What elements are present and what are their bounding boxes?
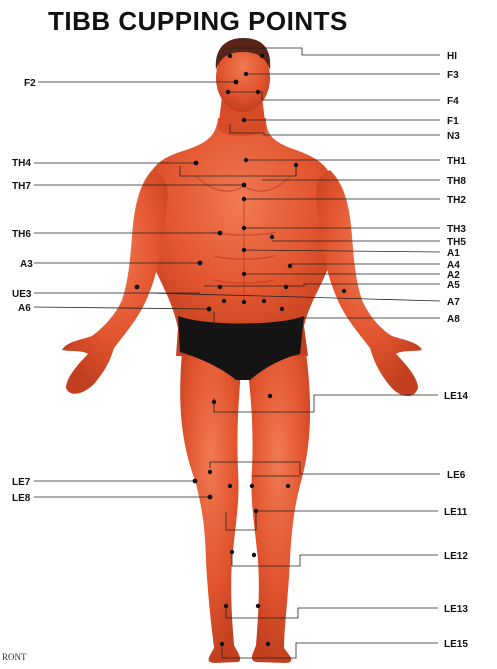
point-F3 <box>244 72 248 76</box>
body-figure <box>62 38 422 663</box>
point-A7-a <box>222 299 226 303</box>
point-TH4 <box>194 161 199 166</box>
label-A1: A1 <box>447 248 460 259</box>
view-label: RONT <box>2 652 27 662</box>
label-TH6: TH6 <box>12 229 31 240</box>
point-A8 <box>280 307 284 311</box>
left-arm <box>62 170 168 394</box>
label-F2: F2 <box>24 78 36 89</box>
point-UE3 <box>135 285 140 290</box>
point-TH6 <box>218 231 223 236</box>
point-A5-b <box>284 285 288 289</box>
label-TH3: TH3 <box>447 224 466 235</box>
point-LE12-a <box>230 550 234 554</box>
label-TH4: TH4 <box>12 158 31 169</box>
right-leg <box>246 352 310 663</box>
point-A6 <box>207 307 212 312</box>
point-TH2 <box>242 197 246 201</box>
point-LE6-b <box>228 484 232 488</box>
label-UE3: UE3 <box>12 289 32 300</box>
label-LE7: LE7 <box>12 477 31 488</box>
point-A5-c <box>342 289 346 293</box>
point-TH5 <box>270 235 274 239</box>
point-LE14-a <box>212 400 216 404</box>
point-A5-a <box>218 285 222 289</box>
point-LE15-a <box>220 642 224 646</box>
point-A7-b <box>242 300 246 304</box>
label-LE15: LE15 <box>444 639 468 650</box>
label-LE8: LE8 <box>12 493 31 504</box>
label-LE13: LE13 <box>444 604 468 615</box>
label-TH7: TH7 <box>12 181 31 192</box>
label-LE11: LE11 <box>444 507 468 518</box>
label-LE14: LE14 <box>444 391 468 402</box>
point-LE11 <box>254 509 258 513</box>
label-TH8: TH8 <box>447 176 466 187</box>
point-F1 <box>242 118 246 122</box>
label-A6: A6 <box>18 303 31 314</box>
point-TH1-b <box>294 163 298 167</box>
bracket-LE6 <box>210 462 440 474</box>
right-arm <box>316 170 422 396</box>
point-A3 <box>198 261 203 266</box>
bracket-LE14 <box>214 395 438 412</box>
label-A7: A7 <box>447 297 460 308</box>
label-N3: N3 <box>447 131 460 142</box>
point-LE6-a <box>208 470 212 474</box>
point-LE6-d <box>286 484 290 488</box>
label-HI: HI <box>447 51 457 62</box>
label-TH2: TH2 <box>447 195 466 206</box>
point-TH1-a <box>244 158 248 162</box>
point-F4-a <box>226 90 230 94</box>
point-LE12-b <box>252 553 256 557</box>
label-TH1: TH1 <box>447 156 466 167</box>
point-HI-b <box>260 54 264 58</box>
label-A8: A8 <box>447 314 460 325</box>
point-LE13-b <box>256 604 260 608</box>
point-LE14-b <box>268 394 272 398</box>
point-LE7 <box>193 479 198 484</box>
point-F2 <box>234 80 239 85</box>
point-A7-c <box>262 299 266 303</box>
label-LE6: LE6 <box>447 470 466 481</box>
point-A4 <box>288 264 292 268</box>
point-HI-a <box>228 54 232 58</box>
point-LE13-a <box>224 604 228 608</box>
point-TH3 <box>242 226 246 230</box>
point-LE15-b <box>266 642 270 646</box>
point-F4-b <box>256 90 260 94</box>
point-A2 <box>242 272 246 276</box>
point-TH7 <box>242 183 247 188</box>
point-LE8 <box>208 495 213 500</box>
label-A3: A3 <box>20 259 33 270</box>
label-F1: F1 <box>447 116 459 127</box>
torso <box>144 118 336 356</box>
point-A1 <box>242 248 246 252</box>
label-LE12: LE12 <box>444 551 468 562</box>
label-F4: F4 <box>447 96 459 107</box>
label-TH5: TH5 <box>447 237 466 248</box>
point-LE6-c <box>250 484 254 488</box>
label-F3: F3 <box>447 70 459 81</box>
left-leg <box>180 352 242 663</box>
label-A5: A5 <box>447 280 460 291</box>
